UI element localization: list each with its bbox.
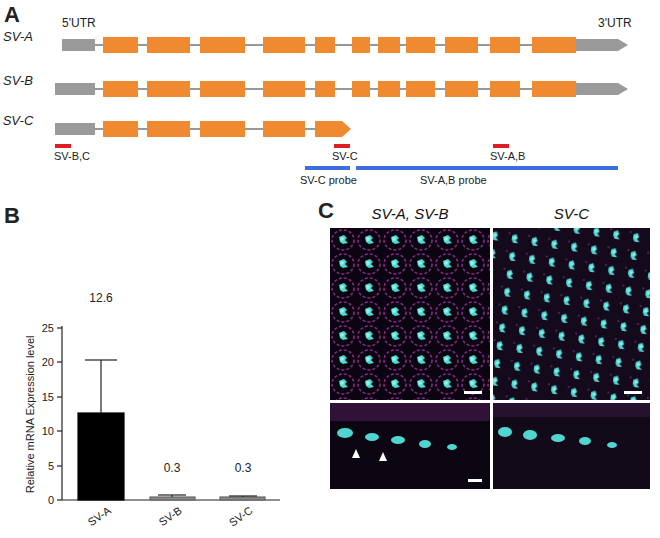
value-label: 0.3 <box>235 462 252 476</box>
axis-title: Relative mRNA Expression level <box>24 335 37 493</box>
value-label: 12.6 <box>89 292 112 306</box>
primer-label: SV-A,B <box>490 150 525 163</box>
panel-title: SV-A, SV-B <box>371 205 448 222</box>
primer-label: SV-C <box>332 150 358 163</box>
tick-label: 10 <box>42 425 54 438</box>
category-label: SV-C <box>227 504 255 529</box>
panel-title: SV-C <box>554 205 589 222</box>
primer-label: SV-B,C <box>54 150 90 163</box>
panel-letter: B <box>4 203 20 228</box>
category-label: SV-B <box>156 504 184 529</box>
tick-label: 25 <box>42 322 54 335</box>
panel-letter: C <box>318 198 334 223</box>
micrographs <box>330 228 650 489</box>
tick-label: 20 <box>42 356 54 369</box>
probe-label: SV-C probe <box>300 174 357 187</box>
micrograph-panel: SV-C <box>493 204 650 400</box>
isoform-label: SV-A <box>3 30 33 45</box>
utr-label: 5'UTR <box>62 17 96 31</box>
panel-letter: A <box>4 2 20 27</box>
micrograph-panel: SV-A, SV-B <box>330 204 490 400</box>
category-label: SV-A <box>85 504 113 529</box>
tick-label: 15 <box>42 391 54 404</box>
utr-label: 3'UTR <box>598 17 632 31</box>
value-label: 0.3 <box>164 462 181 476</box>
bar-chart <box>57 326 280 500</box>
tick-label: 5 <box>48 460 54 473</box>
isoform-label: SV-C <box>3 114 34 129</box>
probe-label: SV-A,B probe <box>420 174 487 187</box>
isoform-label: SV-B <box>3 74 33 89</box>
gene-models <box>55 37 628 170</box>
tick-label: 0 <box>48 494 54 507</box>
